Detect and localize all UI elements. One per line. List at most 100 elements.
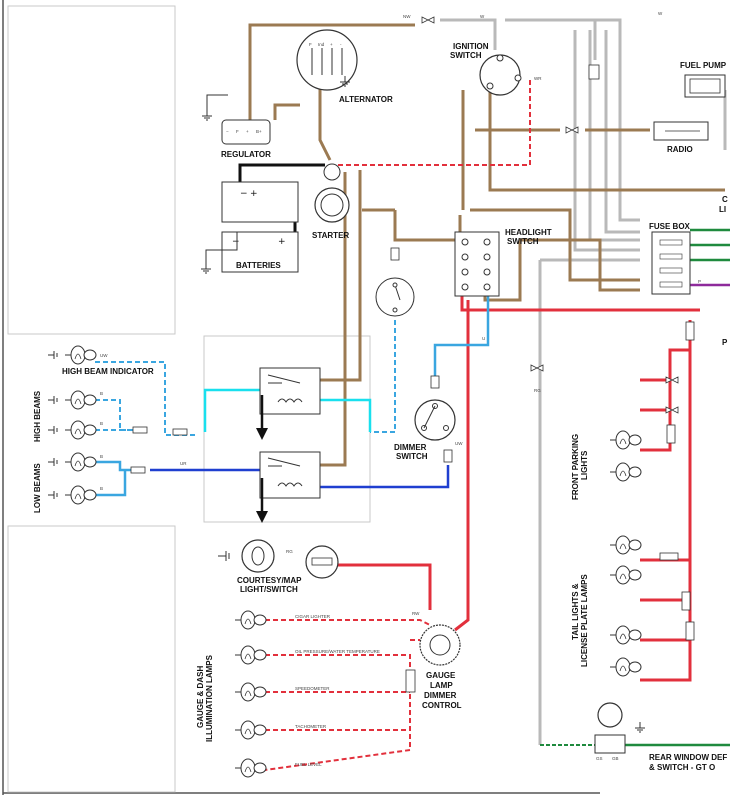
svg-text:SWITCH: SWITCH <box>507 237 539 246</box>
relay-high <box>256 367 321 440</box>
regulator-label: REGULATOR <box>221 150 271 159</box>
svg-text:W: W <box>658 11 663 16</box>
svg-text:−: − <box>232 237 240 247</box>
ignition-switch: IGNITION SWITCH <box>450 42 522 96</box>
wire-codes: NW W WR UW B B UR B B U UW RG RW RG GS G… <box>100 11 701 761</box>
svg-text:FUEL LEVEL: FUEL LEVEL <box>295 762 322 767</box>
svg-text:CONTROL: CONTROL <box>422 701 462 710</box>
regulator: − F + B+ REGULATOR <box>201 94 271 159</box>
svg-text:−: − <box>240 189 248 199</box>
svg-text:IGNITION: IGNITION <box>453 42 489 51</box>
fuse-box: FUSE BOX <box>649 222 691 295</box>
svg-text:HIGH BEAMS: HIGH BEAMS <box>33 390 42 442</box>
svg-text:U: U <box>482 336 485 341</box>
svg-text:TAIL LIGHTS &: TAIL LIGHTS & <box>571 583 580 640</box>
courtesy-map-light: COURTESY/MAP LIGHT/SWITCH <box>218 539 339 594</box>
svg-text:TACHOMETER: TACHOMETER <box>295 724 327 729</box>
high-beam-lamps: HIGH BEAMS <box>33 390 97 442</box>
radio: RADIO <box>565 121 709 154</box>
red-dashed-wires <box>264 80 531 771</box>
svg-text:UR: UR <box>180 461 187 466</box>
relay-low <box>256 451 321 523</box>
svg-text:UW: UW <box>455 441 463 446</box>
svg-text:& SWITCH - GT O: & SWITCH - GT O <box>649 763 715 772</box>
svg-text:-: - <box>340 42 342 47</box>
svg-text:UW: UW <box>100 353 108 358</box>
svg-text:ILLUMINATION LAMPS: ILLUMINATION LAMPS <box>205 654 214 742</box>
rear-window-defroster: REAR WINDOW DEF & SWITCH - GT O <box>530 364 727 772</box>
dark-blue-wires <box>150 465 450 489</box>
svg-text:LAMP: LAMP <box>430 681 453 690</box>
svg-text:HEADLIGHT: HEADLIGHT <box>505 228 552 237</box>
svg-text:DIMMER: DIMMER <box>394 443 427 452</box>
svg-text:P: P <box>698 279 701 284</box>
svg-text:COURTESY/MAP: COURTESY/MAP <box>237 576 302 585</box>
svg-text:SWITCH: SWITCH <box>450 51 482 60</box>
starter: STARTER <box>312 163 350 240</box>
cyan-wires <box>203 388 372 432</box>
svg-text:WR: WR <box>534 76 542 81</box>
dimmer-switch: DIMMER SWITCH <box>394 375 456 463</box>
fuel-pump: FUEL PUMP <box>588 61 727 98</box>
light-blue-dashed-wires <box>95 320 396 436</box>
svg-text:DIMMER: DIMMER <box>424 691 457 700</box>
svg-text:B: B <box>100 421 103 426</box>
svg-text:B+: B+ <box>256 129 262 134</box>
alternator-label: ALTERNATOR <box>339 95 393 104</box>
svg-text:C: C <box>722 195 728 204</box>
svg-text:LICENSE PLATE LAMPS: LICENSE PLATE LAMPS <box>580 574 589 667</box>
svg-text:FUSE BOX: FUSE BOX <box>649 222 691 231</box>
svg-text:+: + <box>330 42 333 47</box>
tail-license-lamps: TAIL LIGHTS & LICENSE PLATE LAMPS <box>571 535 695 677</box>
svg-text:LI: LI <box>719 205 726 214</box>
svg-text:FRONT PARKING: FRONT PARKING <box>571 434 580 500</box>
svg-text:GAUGE: GAUGE <box>426 671 456 680</box>
alternator: F Ind + - ALTERNATOR <box>296 29 393 104</box>
starter-label: STARTER <box>312 231 349 240</box>
svg-text:CIGAR LIGHTER: CIGAR LIGHTER <box>295 614 331 619</box>
svg-text:NW: NW <box>403 14 411 19</box>
svg-text:LIGHTS: LIGHTS <box>580 450 589 480</box>
headlight-switch: HEADLIGHT SWITCH <box>454 228 552 297</box>
svg-text:W: W <box>480 14 485 19</box>
svg-text:SPEEDOMETER: SPEEDOMETER <box>295 686 330 691</box>
svg-text:Ind: Ind <box>318 42 325 47</box>
svg-text:B: B <box>100 486 103 491</box>
blank-panel-bottom <box>7 525 176 793</box>
svg-text:HIGH BEAM INDICATOR: HIGH BEAM INDICATOR <box>62 367 154 376</box>
svg-text:+: + <box>278 237 286 247</box>
blue-wires <box>95 295 490 497</box>
svg-text:−: − <box>226 129 229 134</box>
svg-text:RADIO: RADIO <box>667 145 693 154</box>
brown-wires <box>248 23 725 467</box>
svg-text:LOW BEAMS: LOW BEAMS <box>33 463 42 513</box>
gauge-lamp-dimmer: GAUGE LAMP DIMMER CONTROL <box>405 624 462 710</box>
blank-panel-top <box>7 5 176 335</box>
svg-text:LIGHT/SWITCH: LIGHT/SWITCH <box>240 585 298 594</box>
svg-text:+: + <box>250 189 258 199</box>
svg-text:P: P <box>722 338 728 347</box>
svg-text:SWITCH: SWITCH <box>396 452 428 461</box>
green-wires <box>625 228 730 747</box>
front-parking-lights: FRONT PARKING LIGHTS <box>571 321 695 500</box>
svg-text:RG: RG <box>286 549 293 554</box>
svg-text:REAR WINDOW DEF: REAR WINDOW DEF <box>649 753 727 762</box>
inline-switch <box>375 247 415 317</box>
svg-text:OIL PRESSURE/WATER TEMPERATURE: OIL PRESSURE/WATER TEMPERATURE <box>295 649 380 654</box>
svg-text:FUEL PUMP: FUEL PUMP <box>680 61 727 70</box>
svg-text:F: F <box>309 42 312 47</box>
svg-text:RW: RW <box>412 611 420 616</box>
batteries: − + − + BATTERIES <box>200 181 299 274</box>
svg-text:F: F <box>236 129 239 134</box>
svg-text:+: + <box>246 129 249 134</box>
svg-text:GS: GS <box>596 756 603 761</box>
batteries-label: BATTERIES <box>236 261 281 270</box>
svg-text:GB: GB <box>612 756 619 761</box>
svg-text:GAUGE & DASH: GAUGE & DASH <box>196 666 205 728</box>
svg-text:B: B <box>100 454 103 459</box>
gauge-illumination-lamps: CIGAR LIGHTER OIL PRESSURE/WATER TEMPERA… <box>196 610 380 778</box>
high-beam-indicator: HIGH BEAM INDICATOR <box>48 345 154 376</box>
svg-text:RG: RG <box>534 388 541 393</box>
svg-text:B: B <box>100 391 103 396</box>
